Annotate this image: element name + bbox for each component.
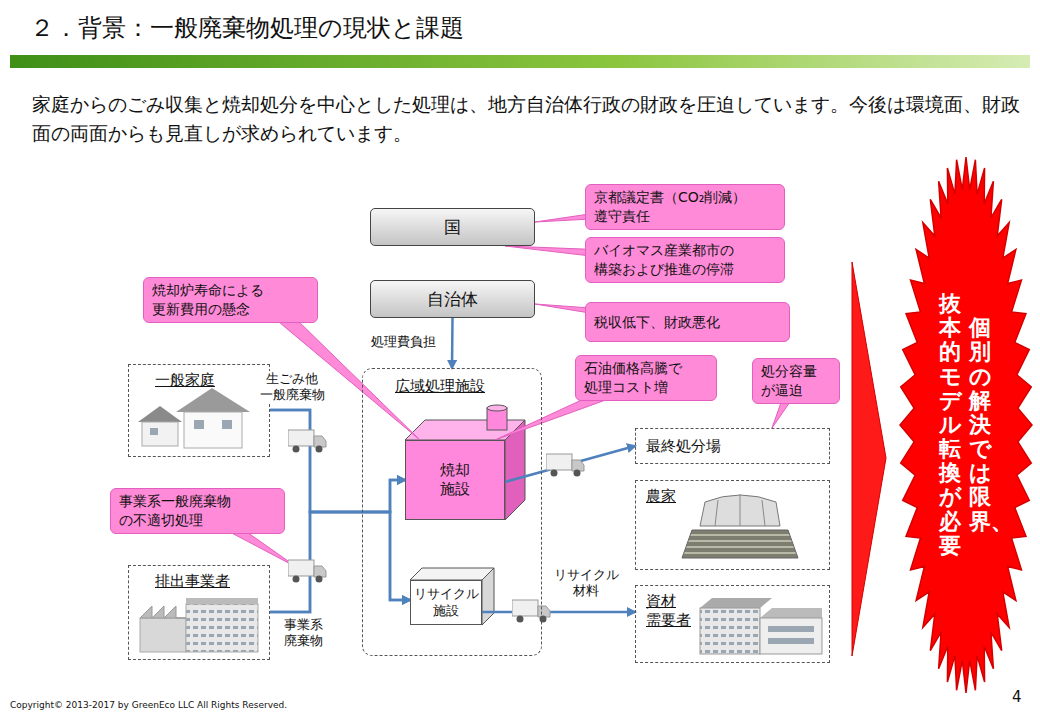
callout-tail — [226, 530, 298, 568]
landfill-box: 最終処分場 — [635, 428, 830, 464]
houses-illustration — [138, 388, 250, 448]
callout-box: 事業系一般廃棄物 の不適切処理 — [110, 488, 285, 534]
slide-title: ２．背景：一般廃棄物処理の現状と課題 — [30, 12, 464, 44]
box-text: 国 — [444, 216, 461, 239]
box-text: 事業系一般廃棄物 の不適切処理 — [119, 492, 276, 530]
business-box: 排出事業者 — [128, 565, 270, 660]
box-text: 京都議定書（CO₂削減） 遵守責任 — [594, 188, 759, 226]
box-text: バイオマス産業都市の 構築および推進の停滞 — [594, 241, 776, 279]
intro-text: 家庭からのごみ収集と焼却処分を中心とした処理は、地方自治体行政の財政を圧迫してい… — [32, 90, 1022, 147]
truck-icon — [288, 430, 326, 453]
box-text: 資材 需要者 — [646, 592, 694, 630]
page-number: 4 — [1012, 688, 1034, 706]
flow-arrow — [451, 318, 454, 368]
government-box: 国 — [370, 208, 535, 246]
factory-illustration — [140, 598, 258, 652]
callout-box: 焼却炉寿命による 更新費用の懸念 — [143, 277, 318, 323]
box-text: 焼却炉寿命による 更新費用の懸念 — [152, 281, 309, 319]
title-bar — [10, 55, 1030, 68]
edge-label: 事業系 廃棄物 — [278, 617, 328, 650]
edge-label: 処理費負担 — [363, 334, 443, 350]
box-text: 税収低下、財政悪化 — [594, 313, 781, 332]
box-text: 一般家庭 — [155, 371, 259, 390]
callout-box: 京都議定書（CO₂削減） 遵守責任 — [585, 184, 785, 230]
truck-icon — [288, 560, 326, 583]
flow-arrow — [270, 480, 405, 612]
callout-box: バイオマス産業都市の 構築および推進の停滞 — [585, 237, 785, 283]
box-text: リサイクル 施設 — [412, 586, 480, 619]
edge-label: 生ごみ他 一般廃棄物 — [256, 371, 328, 404]
box-text: 処分容量 が逼迫 — [761, 362, 831, 400]
flow-arrow — [270, 410, 405, 512]
material-user-box: 資材 需要者 — [635, 585, 830, 663]
truck-icon — [512, 600, 550, 623]
recycle-box: リサイクル 施設 — [410, 580, 482, 625]
callout-box: 石油価格高騰で 処理コスト増 — [575, 355, 717, 401]
box-text: 農家 — [646, 487, 819, 506]
box-text: 石油価格高騰で 処理コスト増 — [584, 359, 708, 397]
big-red-arrow — [852, 262, 886, 656]
recycle-3d-faces — [410, 568, 494, 625]
burst-shape — [900, 157, 1032, 693]
vertical-text: 個別の解決では限界、 — [969, 316, 991, 534]
callout-box: 税収低下、財政悪化 — [585, 302, 790, 342]
box-text: 最終処分場 — [646, 437, 721, 456]
conclusion-burst: 個別の解決では限界、抜本的モデル転換が必要 — [898, 160, 1032, 690]
box-text: 焼却 施設 — [437, 461, 473, 500]
facility-region: 広域処理施設焼却 施設リサイクル 施設 — [362, 368, 542, 656]
copyright-note: Copyright© 2013-2017 by GreenEco LLC All… — [10, 700, 410, 711]
flow-arrow — [270, 512, 410, 612]
box-text: 広域処理施設 — [395, 377, 541, 396]
edge-label: リサイクル 材料 — [548, 567, 624, 600]
flow-arrow — [505, 446, 635, 482]
flow-arrow — [482, 611, 635, 614]
box-text: 排出事業者 — [155, 572, 259, 591]
incinerator-box: 焼却 施設 — [405, 440, 505, 520]
building-illustration — [700, 598, 822, 654]
truck-icon — [546, 454, 584, 477]
farm-illustration — [682, 494, 798, 558]
farm-box: 農家 — [635, 480, 830, 570]
vertical-text: 抜本的モデル転換が必要 — [939, 292, 961, 558]
incinerator-3d-faces — [405, 405, 525, 520]
box-text: 自治体 — [427, 288, 478, 311]
municipality-box: 自治体 — [370, 280, 535, 318]
callout-box: 処分容量 が逼迫 — [752, 358, 840, 404]
household-box: 一般家庭 — [128, 364, 270, 457]
